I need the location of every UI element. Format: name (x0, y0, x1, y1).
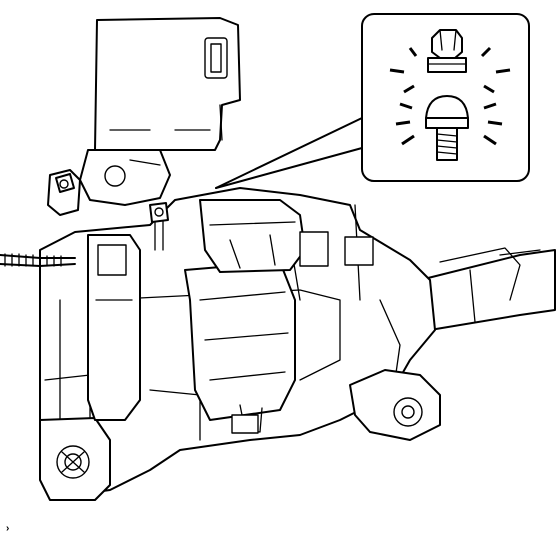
column-bracket (87, 234, 141, 421)
column-cover (94, 17, 241, 151)
figure-id-label: › (6, 523, 10, 534)
bolt-head-icon (427, 29, 467, 73)
bolt-left (55, 173, 75, 193)
motion-rays (389, 46, 511, 146)
lower-bracket (39, 417, 111, 501)
motor (184, 261, 296, 434)
callout-box (361, 13, 530, 182)
bolt-icon (425, 95, 469, 161)
upper-bracket (199, 199, 374, 273)
bolt-center (149, 202, 169, 251)
callout-leader (215, 117, 363, 189)
mounting-bracket-right (349, 369, 441, 441)
wire-harness (0, 253, 76, 267)
